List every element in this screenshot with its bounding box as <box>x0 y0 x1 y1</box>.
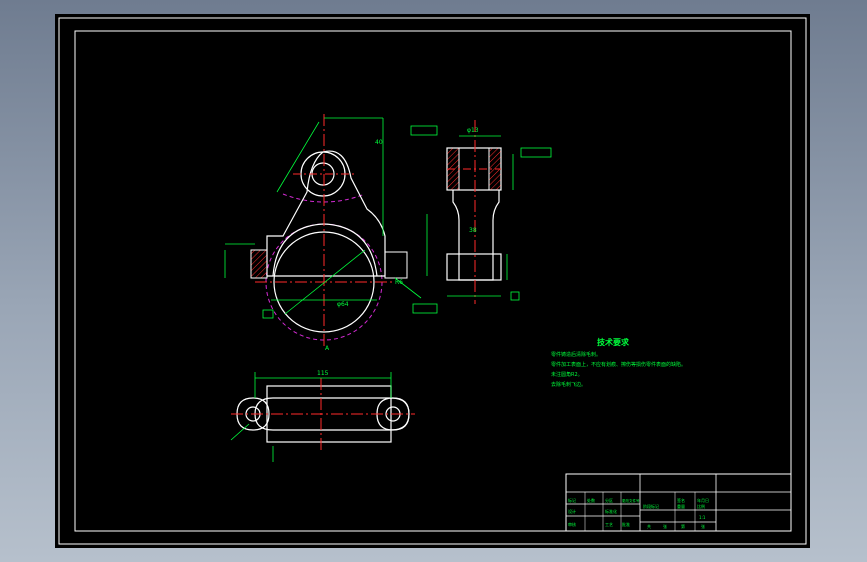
sheet-num-prefix: 第 <box>681 523 685 529</box>
side-mid-dim-text: 38 <box>469 227 477 234</box>
section-label: A <box>325 345 330 352</box>
side-top-dim-text: φ13 <box>467 127 479 134</box>
sign-file: 更改文件号 <box>622 498 640 503</box>
left-lug <box>250 249 268 279</box>
tech-item-3: 未注圆角R2。 <box>551 371 583 378</box>
sign-count: 处数 <box>587 497 595 503</box>
inner-frame <box>74 30 792 532</box>
datum-box-a <box>262 309 274 319</box>
bottom-view: 115 <box>230 370 415 462</box>
dim-right-leader <box>394 277 422 299</box>
radius-label: R6 <box>395 279 403 286</box>
tech-item-1: 零件铸造后清除毛刺。 <box>551 351 601 358</box>
tolerance-frame-top <box>410 125 438 136</box>
sheet-num-suffix: 张 <box>701 523 705 529</box>
outer-border <box>58 17 807 545</box>
bore-circle <box>273 231 375 333</box>
cad-drawing: φ64 40 A R6 φ13 38 11 <box>58 17 807 545</box>
front-right-dim: 40 <box>375 139 383 146</box>
sheet-total-prefix: 共 <box>647 523 651 529</box>
sign-zone: 分区 <box>605 497 613 503</box>
standard-label: 标准化 <box>605 508 617 514</box>
design-label: 设计 <box>568 508 576 514</box>
right-lug <box>384 251 408 279</box>
tech-requirements: 技术要求 零件铸造后清除毛刺。 零件加工表面上，不应有划痕、擦伤等损伤零件表面的… <box>551 337 686 388</box>
drawing-sheet: φ64 40 A R6 φ13 38 11 <box>55 14 810 548</box>
scale-label: 比例 <box>697 503 705 509</box>
approve-final: 批准 <box>622 521 630 527</box>
tolerance-frame-front <box>412 303 438 314</box>
side-base <box>446 253 502 281</box>
tech-item-2: 零件加工表面上，不应有划痕、擦伤等损伤零件表面的缺陷。 <box>551 361 686 368</box>
tolerance-frame-side <box>520 147 552 158</box>
weight-label: 重量 <box>677 503 685 509</box>
dim-slant <box>276 121 320 193</box>
scale-value: 1:1 <box>699 515 706 520</box>
bottom-right-ear <box>376 397 410 431</box>
body-outline <box>266 150 386 277</box>
title-block-frame <box>565 473 792 532</box>
datum-box-b <box>510 291 520 301</box>
sign-date: 年月日 <box>697 497 709 503</box>
bottom-left-ear <box>236 397 270 431</box>
bottom-leader-left <box>230 423 250 441</box>
side-view: φ13 38 <box>410 120 552 304</box>
bottom-length-text: 115 <box>317 370 329 377</box>
sheet-total-suffix: 张 <box>663 523 667 529</box>
title-block: 标记 处数 分区 更改文件号 签名 年月日 设计 标准化 阶段标记 重量 比例 … <box>565 473 792 532</box>
top-boss <box>300 151 346 197</box>
side-body <box>452 190 500 281</box>
sign-marker: 标记 <box>568 497 576 503</box>
approve-craft: 工艺 <box>605 522 613 527</box>
front-view: φ64 40 A R6 <box>224 114 438 352</box>
approve-review: 审核 <box>568 521 576 527</box>
sign-name: 签名 <box>677 497 685 503</box>
tech-title: 技术要求 <box>597 337 630 347</box>
phantom-arc <box>282 193 366 203</box>
front-width-dim: φ64 <box>337 301 349 308</box>
dim-diameter <box>284 249 366 315</box>
stage-label: 阶段标记 <box>643 503 659 509</box>
tech-item-4: 去除毛刺飞边。 <box>551 381 586 388</box>
